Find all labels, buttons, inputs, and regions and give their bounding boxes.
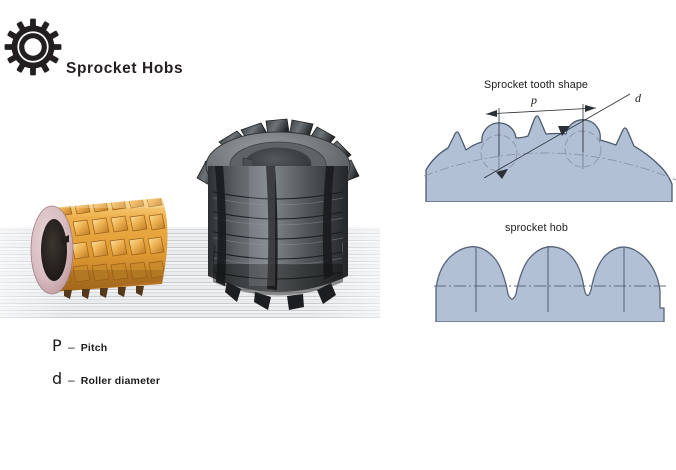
legend-label-roller: Roller diameter [80,375,161,387]
page-title: Sprocket Hobs [66,60,184,77]
product-photo-panel [0,96,400,331]
dimension-label-pitch: p [530,93,537,107]
caption-sprocket-tooth-shape: Sprocket tooth shape [484,79,589,91]
gold-sprocket-hob-photo [12,174,192,314]
legend-item-pitch: P – Pitch [52,336,107,355]
sprocket-gear-icon [4,18,62,76]
legend-item-roller-diameter: d – Roller diameter [52,369,160,388]
sprocket-tooth-shape-diagram: p d [423,91,676,203]
legend-dash-roller: – [68,373,75,387]
legend-label-pitch: Pitch [80,342,108,354]
legend-symbol-pitch: P [52,336,62,355]
caption-sprocket-hob: sprocket hob [505,222,569,234]
dark-sprocket-hob-photo [183,104,373,319]
dimension-label-roller-diameter: d [635,92,642,105]
legend-symbol-roller: d [52,369,63,388]
legend-dash-pitch: – [68,340,75,354]
sprocket-hob-profile-diagram [434,238,666,323]
